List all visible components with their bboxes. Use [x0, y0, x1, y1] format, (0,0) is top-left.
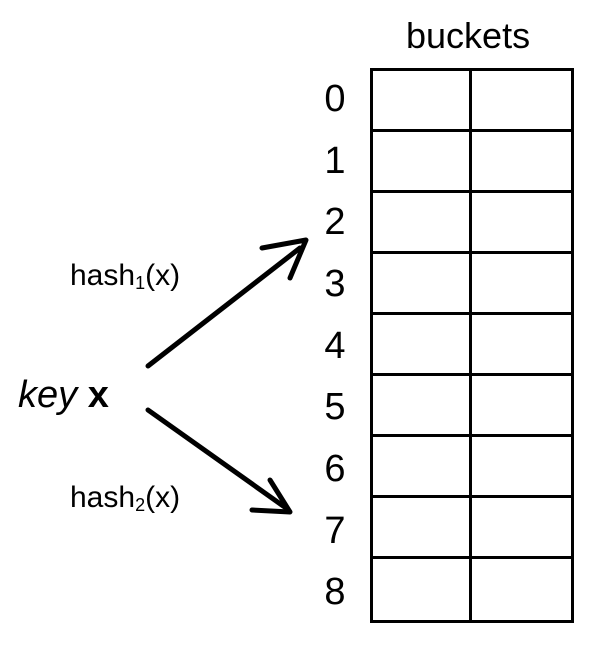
- bucket-index-label: 2: [324, 201, 346, 244]
- bucket-cell: [373, 254, 472, 315]
- bucket-table: [370, 68, 574, 623]
- bucket-index-label: 4: [324, 324, 346, 367]
- key-label: key x: [18, 372, 109, 418]
- hash2-arrow-head: [249, 477, 293, 515]
- bucket-cell: [373, 376, 472, 437]
- buckets-title: buckets: [406, 15, 531, 56]
- bucket-cell: [373, 437, 472, 498]
- hash1-arg: (x): [145, 259, 181, 292]
- key-variable: x: [87, 374, 109, 416]
- bucket-index-label: 8: [324, 571, 346, 614]
- hash2-name: hash: [70, 481, 136, 514]
- hash1-name: hash: [70, 259, 136, 292]
- bucket-cell: [373, 193, 472, 254]
- bucket-cell: [373, 498, 472, 559]
- bucket-cell: [472, 254, 571, 315]
- bucket-cell: [373, 559, 472, 620]
- bucket-index-label: 7: [324, 509, 346, 552]
- hash1-subscript: 1: [135, 273, 146, 293]
- hash1-arrow-shaft: [145, 245, 303, 369]
- bucket-cell: [472, 71, 571, 132]
- bucket-index-label: 5: [324, 386, 346, 429]
- bucket-cell: [472, 315, 571, 376]
- bucket-index-label: 3: [324, 262, 346, 305]
- bucket-cell: [472, 376, 571, 437]
- hash2-arrow-shaft: [145, 407, 289, 511]
- bucket-cell: [472, 498, 571, 559]
- hash1-arrow-head: [259, 237, 309, 281]
- bucket-index-label: 1: [324, 139, 346, 182]
- bucket-cell: [373, 315, 472, 376]
- bucket-cell: [373, 71, 472, 132]
- bucket-cell: [373, 132, 472, 193]
- bucket-index-label: 6: [324, 447, 346, 490]
- key-word: key: [18, 374, 78, 416]
- bucket-cell: [472, 437, 571, 498]
- hash2-label: hash2(x): [70, 480, 180, 516]
- hash2-arg: (x): [145, 481, 181, 514]
- hash1-label: hash1(x): [70, 258, 180, 294]
- hash2-subscript: 2: [135, 495, 146, 515]
- bucket-cell: [472, 193, 571, 254]
- bucket-cell: [472, 132, 571, 193]
- bucket-index-label: 0: [324, 77, 346, 120]
